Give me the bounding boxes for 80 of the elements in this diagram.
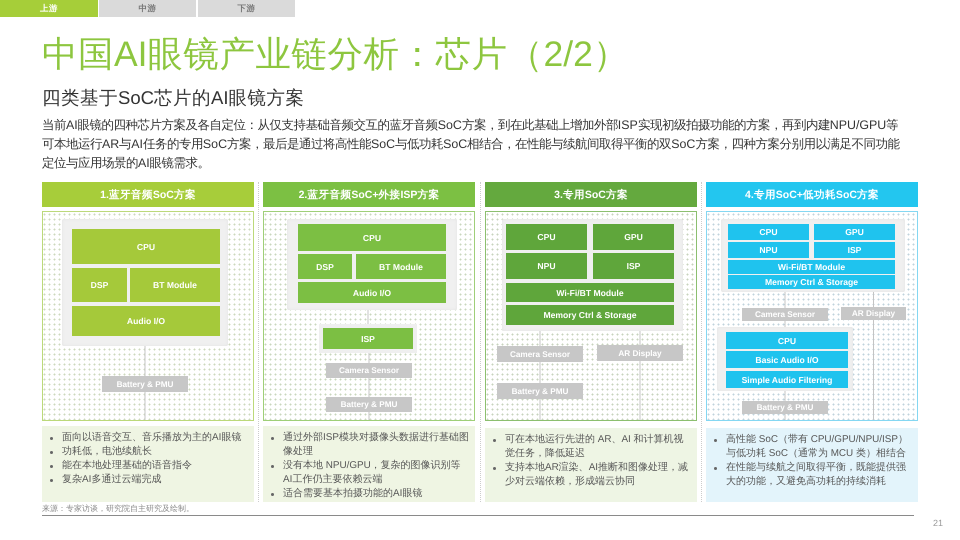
- header-band: 1.蓝牙音频SoC方案: [42, 182, 254, 207]
- module-block: DSP: [298, 254, 352, 279]
- stage-tab: 上游: [0, 0, 98, 17]
- connector-line: [144, 346, 146, 376]
- stage-tab: 中游: [99, 0, 196, 17]
- bullet-text: 没有本地 NPU/GPU，复杂的图像识别等AI工作仍主要依赖云端: [283, 459, 462, 487]
- connector-line: [784, 414, 786, 420]
- header-band: 2.蓝牙音频SoC+外接ISP方案: [263, 182, 475, 207]
- bullet-text: 能在本地处理基础的语音指令: [62, 459, 192, 473]
- component-box: Camera Sensor: [742, 308, 828, 321]
- module-block: CPU: [726, 332, 848, 349]
- connector-line: [873, 320, 874, 420]
- module-block: GPU: [593, 224, 674, 250]
- module-block: Memory Ctrl & Storage: [728, 275, 895, 289]
- column-panel: [485, 182, 697, 421]
- module-block: Wi-Fi/BT Module: [728, 260, 895, 274]
- module-block: Wi-Fi/BT Module: [506, 283, 674, 302]
- module-block: CPU: [72, 229, 220, 264]
- note-box: [42, 426, 254, 502]
- component-box: Camera Sensor: [497, 346, 583, 362]
- component-box: Battery & PMU: [102, 376, 188, 392]
- module-block: CPU: [506, 224, 587, 250]
- module-block: NPU: [728, 242, 809, 258]
- intro-paragraph: 当前AI眼镜的四种芯片方案及各自定位：从仅支持基础音频交互的蓝牙音频SoC方案，到在此基础上增加外部ISP实现初级拍摄功能的方案，再到内建NPU/GPU等可本地运行AR与AI任务的专用SoC方案，最后是通过将高性能SoC与低功耗SoC相结合，在性能与续航间取得平衡的双SoC方案，四种方案分别用以满足不同功能定位与应用场景的AI眼镜需求。: [42, 117, 901, 172]
- component-box: AR Display: [841, 307, 906, 320]
- header-band: 3.专用SoC方案: [485, 182, 697, 207]
- note-box: [263, 426, 475, 502]
- column-panel: [706, 182, 918, 421]
- connector-line: [144, 392, 146, 420]
- bullet-text: 支持本地AR渲染、AI推断和图像处理，减少对云端依赖，形成端云协同: [505, 461, 690, 489]
- connector-line: [784, 292, 786, 308]
- chip-panel: [62, 219, 228, 346]
- note-box: [485, 428, 697, 502]
- bullet-text: 复杂AI多通过云端完成: [62, 473, 162, 487]
- module-block: GPU: [814, 224, 895, 240]
- note-box: [706, 428, 918, 502]
- connector-line: [368, 378, 370, 398]
- column-panel: [263, 182, 475, 421]
- module-block: ISP: [814, 242, 895, 258]
- module-block: CPU: [728, 224, 809, 240]
- bullet-text: 适合需要基本拍摄功能的AI眼镜: [283, 487, 422, 501]
- module-block: CPU: [298, 224, 446, 251]
- page-number: 21: [932, 517, 944, 530]
- page-title: 中国AI眼镜产业链分析：芯片（2/2）: [42, 33, 630, 76]
- stage-tab: 下游: [198, 0, 295, 17]
- module-block: DSP: [72, 268, 127, 302]
- bullet-text: 高性能 SoC（带有 CPU/GPU/NPU/ISP）与低功耗 SoC（通常为 MCU 类）相结合: [726, 433, 909, 461]
- bullet-text: 可在本地运行先进的 AR、AI 和计算机视觉任务，降低延迟: [505, 433, 685, 461]
- component-box: AR Display: [597, 345, 683, 361]
- module-block: Basic Audio I/O: [726, 351, 848, 368]
- bullet-text: 通过外部ISP模块对摄像头数据进行基础图像处理: [283, 431, 469, 459]
- source-note: 来源：专家访谈，研究院自主研究及绘制。: [42, 503, 195, 514]
- bullet-text: 在性能与续航之间取得平衡，既能提供强大的功能，又避免高功耗的持续消耗: [726, 461, 907, 489]
- chip-panel: [721, 219, 905, 292]
- bullet-text: 功耗低，电池续航长: [62, 445, 152, 459]
- connector-line: [873, 292, 874, 308]
- header-band: 4.专用SoC+低功耗SoC方案: [706, 182, 918, 207]
- column-panel: [42, 182, 254, 421]
- module-block: Simple Audio Filtering: [726, 371, 848, 388]
- module-block: Audio I/O: [72, 306, 220, 336]
- subtitle: 四类基于SoC芯片的AI眼镜方案: [42, 86, 306, 110]
- component-box: Battery & PMU: [326, 397, 412, 412]
- chip-panel: [287, 219, 457, 310]
- module-block: ISP: [593, 253, 674, 279]
- chip-panel: [717, 327, 853, 391]
- chip-panel: [502, 219, 683, 331]
- bullet-text: 面向以语音交互、音乐播放为主的AI眼镜: [62, 431, 242, 445]
- module-block: ISP: [319, 324, 417, 353]
- connector-line: [784, 320, 786, 328]
- module-block: Memory Ctrl & Storage: [506, 305, 674, 325]
- module-block: NPU: [506, 253, 587, 279]
- connector-line: [368, 352, 370, 364]
- module-block: BT Module: [356, 254, 446, 279]
- connector-line: [784, 390, 786, 402]
- module-block: Audio I/O: [298, 282, 446, 303]
- component-box: Battery & PMU: [742, 401, 828, 414]
- component-box: Battery & PMU: [497, 383, 583, 399]
- module-block: BT Module: [130, 268, 220, 302]
- connector-line: [368, 412, 370, 420]
- component-box: Camera Sensor: [326, 363, 412, 378]
